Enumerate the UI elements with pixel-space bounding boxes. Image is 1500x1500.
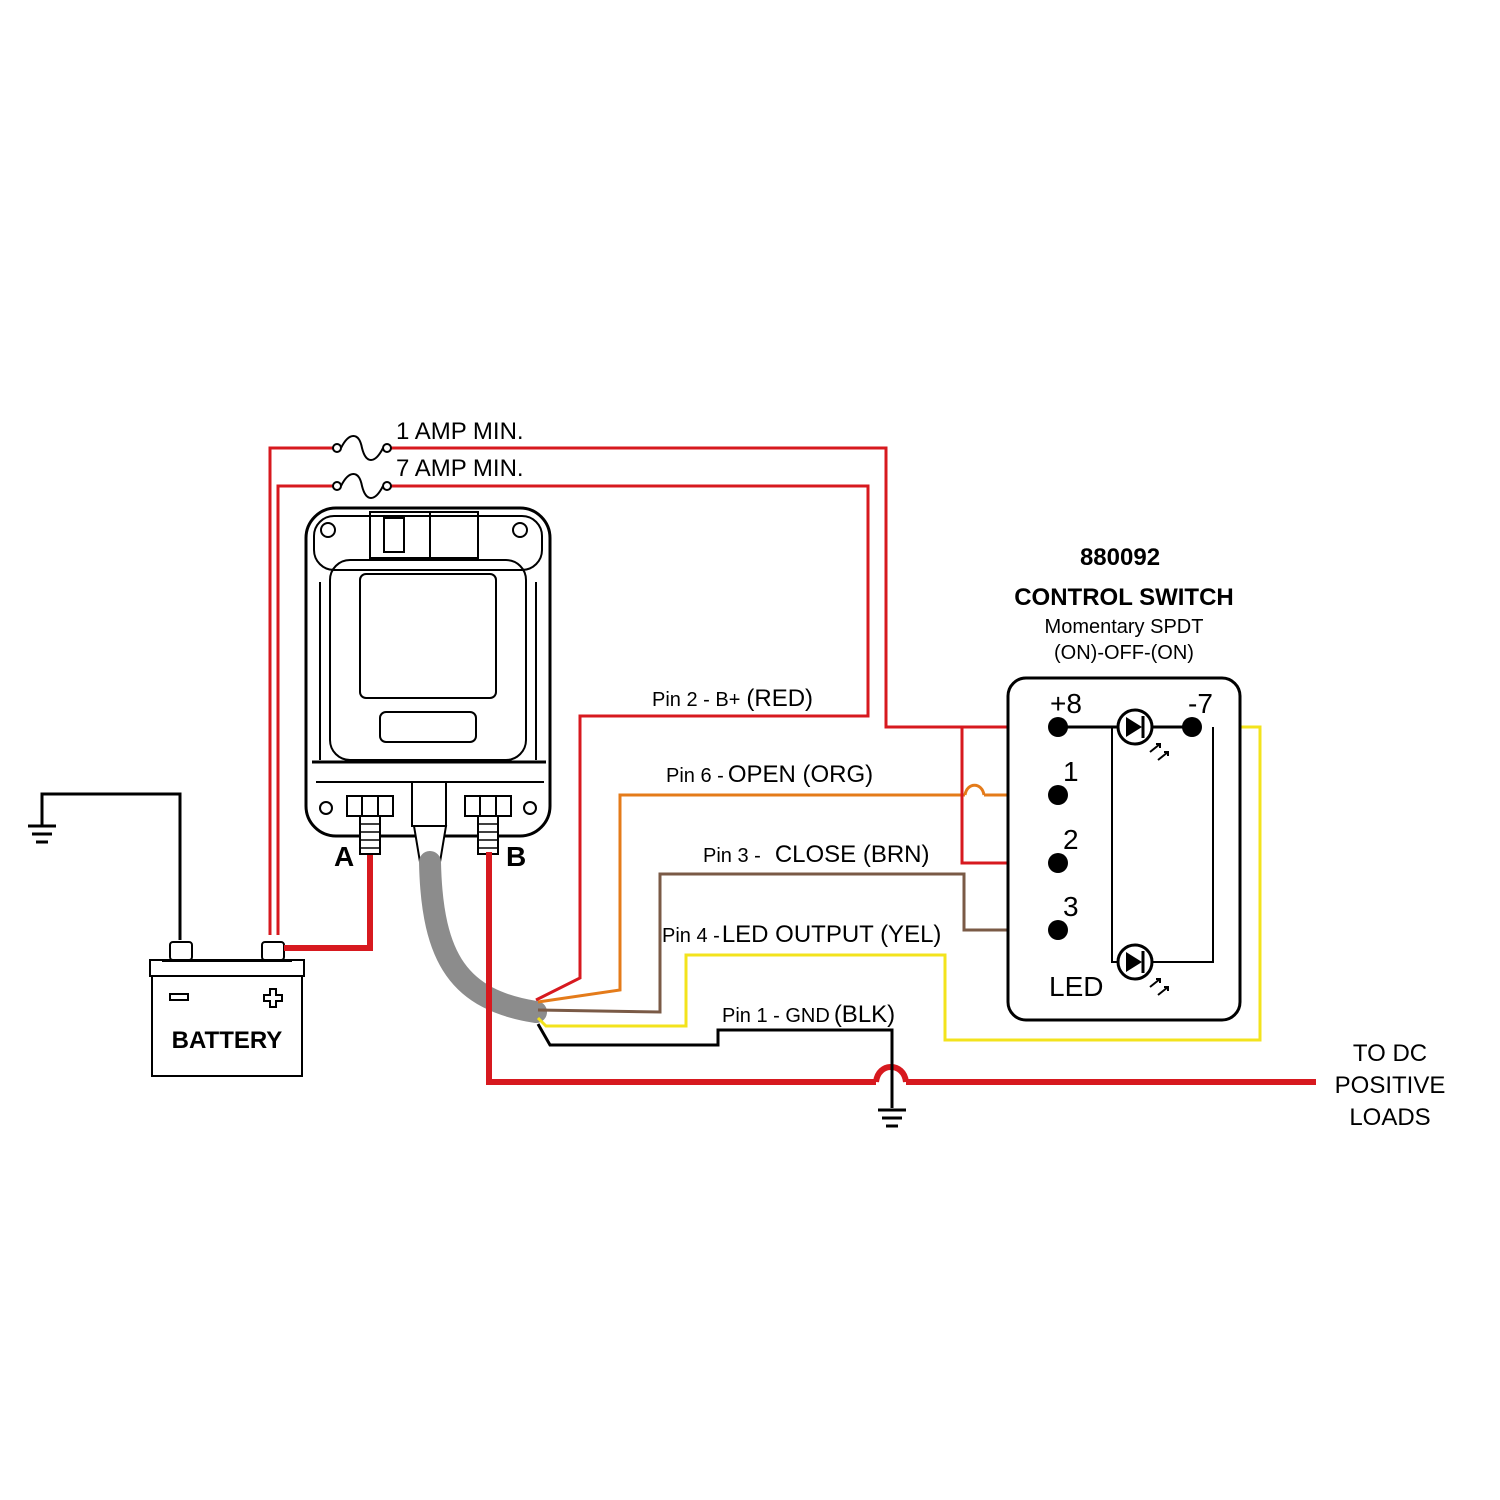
pin3-label: Pin 3 -CLOSE (BRN) [703,841,930,868]
wire-pin6-hop [963,783,986,796]
wire-1amp [268,446,333,935]
pin-3-dot [1048,920,1068,940]
fuse-7amp-label: 7 AMP MIN. [396,455,524,482]
ground-symbol-left-icon [28,824,56,844]
led-bottom-icon [1116,943,1169,996]
pin-minus7-dot [1182,717,1202,737]
fuse-7amp-icon [332,473,392,499]
wire-1amp-out [391,446,962,729]
terminal-b-stud [464,795,512,855]
battery: BATTERY [149,941,305,1077]
switch-title: CONTROL SWITCH [1014,584,1234,611]
switch-mode: (ON)-OFF-(ON) [1054,642,1194,664]
switch-type: Momentary SPDT [1045,616,1204,638]
terminal-a-label: A [334,841,354,872]
control-harness-cable [419,851,547,1023]
wire-7amp [276,484,333,935]
loads-label-line3: LOADS [1349,1104,1430,1131]
fuse-1amp-icon [332,435,392,461]
led-label: LED [1049,971,1103,1002]
battery-relay [304,506,552,863]
pin-1-label: 1 [1063,756,1079,787]
pin-2-label: 2 [1063,824,1079,855]
pin-minus7-label: -7 [1188,688,1213,719]
pin-3-label: 3 [1063,891,1079,922]
battery-label: BATTERY [172,1027,283,1054]
loads-label-line2: POSITIVE [1335,1072,1446,1099]
battery-minus-icon [169,993,189,1001]
wire-b-to-loads [486,852,876,1085]
led-top-icon [1116,708,1169,761]
pin2-label: Pin 2 - B+(RED) [652,685,813,712]
fuse-1amp-label: 1 AMP MIN. [396,418,524,445]
fused-supply-wires [268,446,962,1002]
wire-battery-to-a [284,852,373,951]
wire-pin6-open [537,793,965,1004]
pin1-label: Pin 1 - GND(BLK) [722,1001,895,1028]
wire-pin3-close [537,872,1058,1014]
terminal-b-label: B [506,841,526,872]
battery-ground-wire [40,792,182,940]
switch-part-number: 880092 [1080,544,1160,571]
battery-plus-icon [263,988,283,1008]
wire-pin4-led [536,725,1262,1042]
wire-pin1-gnd [536,1023,894,1108]
pin4-label: Pin 4 -LED OUTPUT (YEL) [662,921,941,948]
pin6-label: Pin 6 -OPEN (ORG) [666,761,873,788]
ground-symbol-bottom-icon [878,1108,906,1128]
loads-label-line1: TO DC [1353,1040,1427,1067]
control-switch [1006,676,1242,1022]
pin-plus8-dot [1048,717,1068,737]
pin-2-dot [1048,853,1068,873]
pin-1-dot [1048,785,1068,805]
terminal-a-stud [346,795,394,855]
wire-7amp-out [391,484,870,1002]
pin-plus8-label: +8 [1050,688,1082,719]
